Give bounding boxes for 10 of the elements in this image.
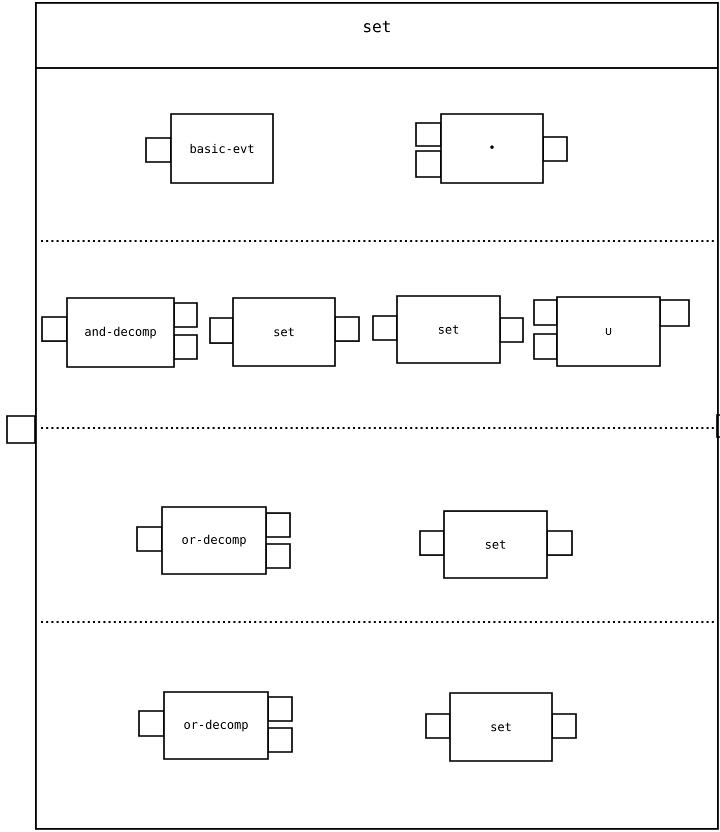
block-box: or-decomp — [161, 506, 267, 575]
block-box: set — [449, 692, 553, 762]
block-box: set — [232, 297, 336, 367]
block-box: ∪ — [556, 296, 661, 367]
block-box: • — [440, 113, 544, 184]
block-box: set — [396, 295, 501, 364]
block-box: set — [443, 510, 548, 579]
block-box: basic-evt — [170, 113, 274, 184]
block-box: or-decomp — [163, 691, 269, 760]
block-box: and-decomp — [66, 297, 175, 368]
